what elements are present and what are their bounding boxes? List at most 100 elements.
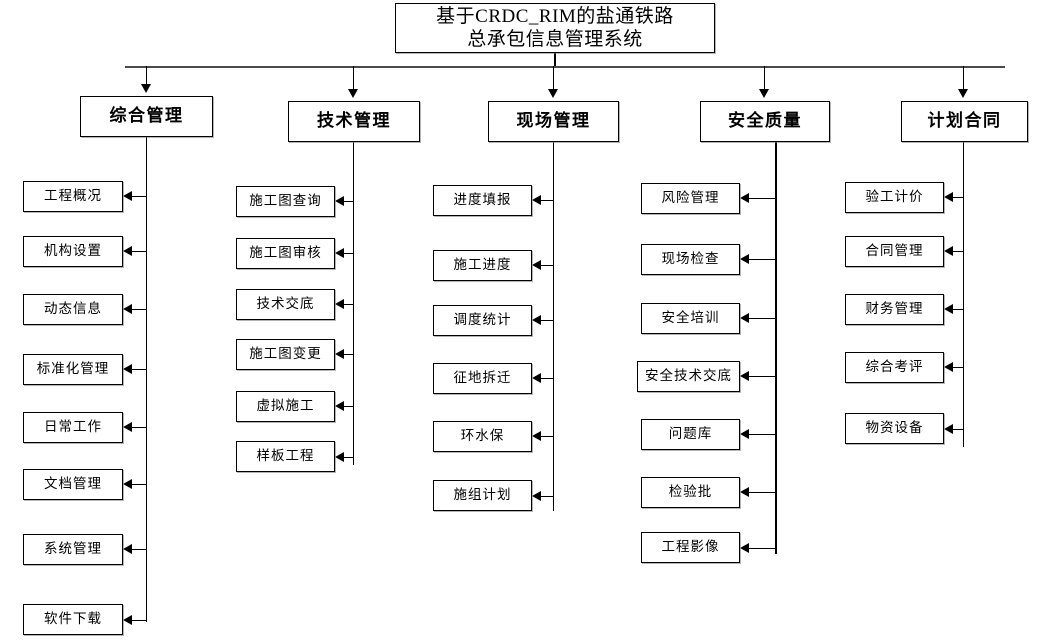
branch-node-2[interactable]: 技术管理 [288, 101, 420, 142]
leaf-arrow-2-4 [335, 349, 344, 359]
leaf-connector-1-3 [132, 309, 147, 310]
leaf-node-1-3[interactable]: 动态信息 [23, 294, 123, 325]
leaf-node-1-2[interactable]: 机构设置 [23, 236, 123, 267]
leaf-connector-5-4 [953, 367, 964, 368]
leaf-connector-4-1 [749, 198, 776, 199]
branch-arrow-1 [141, 84, 151, 93]
branch-arrow-3 [548, 89, 558, 98]
column-spine-1 [146, 137, 147, 622]
leaf-connector-3-4 [541, 378, 554, 379]
leaf-connector-1-2 [132, 251, 147, 252]
bus-connector [125, 66, 1005, 68]
leaf-node-5-1[interactable]: 验工计价 [845, 182, 944, 213]
leaf-arrow-5-2 [944, 246, 953, 256]
leaf-node-2-3[interactable]: 技术交底 [236, 289, 335, 320]
branch-drop-connector-1 [146, 66, 147, 86]
leaf-connector-2-3 [344, 304, 354, 305]
leaf-node-2-1[interactable]: 施工图查询 [236, 186, 335, 217]
leaf-arrow-2-3 [335, 299, 344, 309]
leaf-node-4-3[interactable]: 安全培训 [641, 303, 740, 334]
leaf-connector-3-6 [541, 496, 554, 497]
leaf-connector-2-5 [344, 406, 354, 407]
leaf-arrow-3-3 [532, 315, 541, 325]
leaf-node-1-7[interactable]: 系统管理 [23, 534, 123, 565]
leaf-arrow-2-1 [335, 196, 344, 206]
leaf-arrow-3-6 [532, 491, 541, 501]
leaf-connector-2-6 [344, 457, 354, 458]
leaf-node-5-3[interactable]: 财务管理 [845, 294, 944, 325]
leaf-arrow-2-5 [335, 401, 344, 411]
leaf-connector-4-5 [749, 434, 776, 435]
leaf-node-3-4[interactable]: 征地拆迁 [433, 363, 532, 394]
leaf-node-1-8[interactable]: 软件下载 [23, 604, 123, 635]
leaf-arrow-4-7 [740, 543, 749, 553]
branch-drop-connector-5 [963, 66, 964, 91]
leaf-arrow-5-1 [944, 192, 953, 202]
leaf-connector-4-6 [749, 492, 776, 493]
column-spine-3 [553, 142, 554, 511]
leaf-arrow-4-5 [740, 429, 749, 439]
leaf-node-2-5[interactable]: 虚拟施工 [236, 391, 335, 422]
leaf-connector-4-4 [749, 376, 776, 377]
leaf-arrow-2-2 [335, 248, 344, 258]
branch-node-3[interactable]: 现场管理 [488, 101, 619, 142]
leaf-node-1-1[interactable]: 工程概况 [23, 181, 123, 212]
leaf-node-2-6[interactable]: 样板工程 [236, 441, 335, 472]
leaf-node-2-4[interactable]: 施工图变更 [236, 339, 335, 370]
branch-node-1[interactable]: 综合管理 [80, 96, 213, 137]
leaf-node-3-2[interactable]: 施工进度 [433, 250, 532, 281]
branch-drop-connector-4 [764, 66, 765, 91]
leaf-node-3-3[interactable]: 调度统计 [433, 305, 532, 336]
root-node[interactable]: 基于CRDC_RIM的盐通铁路 总承包信息管理系统 [395, 3, 715, 53]
column-spine-2 [353, 142, 354, 465]
leaf-node-1-5[interactable]: 日常工作 [23, 412, 123, 443]
leaf-node-4-7[interactable]: 工程影像 [641, 532, 740, 563]
root-stem-connector [554, 53, 556, 67]
leaf-arrow-1-3 [123, 304, 132, 314]
branch-node-4[interactable]: 安全质量 [700, 101, 830, 142]
leaf-arrow-1-4 [123, 364, 132, 374]
leaf-arrow-5-4 [944, 362, 953, 372]
leaf-node-4-1[interactable]: 风险管理 [641, 183, 740, 214]
leaf-connector-3-3 [541, 320, 554, 321]
leaf-node-2-2[interactable]: 施工图审核 [236, 238, 335, 269]
branch-node-5[interactable]: 计划合同 [901, 101, 1028, 142]
leaf-arrow-5-5 [944, 424, 953, 434]
leaf-node-3-5[interactable]: 环水保 [433, 421, 532, 452]
leaf-node-5-5[interactable]: 物资设备 [845, 413, 944, 444]
leaf-arrow-4-3 [740, 313, 749, 323]
leaf-connector-5-2 [953, 251, 964, 252]
branch-arrow-2 [348, 89, 358, 98]
leaf-node-4-5[interactable]: 问题库 [641, 419, 740, 450]
leaf-connector-1-6 [132, 484, 147, 485]
leaf-node-5-4[interactable]: 综合考评 [845, 352, 944, 383]
leaf-arrow-5-3 [944, 304, 953, 314]
column-spine-4 [775, 142, 777, 554]
leaf-arrow-4-6 [740, 487, 749, 497]
leaf-arrow-4-1 [740, 193, 749, 203]
leaf-arrow-1-8 [123, 615, 132, 625]
leaf-node-4-6[interactable]: 检验批 [641, 477, 740, 508]
leaf-connector-3-1 [541, 200, 554, 201]
leaf-connector-1-8 [132, 620, 147, 621]
column-spine-5 [963, 142, 964, 447]
leaf-arrow-4-2 [740, 254, 749, 264]
leaf-arrow-2-6 [335, 452, 344, 462]
leaf-connector-3-5 [541, 436, 554, 437]
leaf-node-1-6[interactable]: 文档管理 [23, 469, 123, 500]
leaf-node-4-4[interactable]: 安全技术交底 [637, 361, 740, 392]
leaf-arrow-3-2 [532, 260, 541, 270]
leaf-connector-4-3 [749, 318, 776, 319]
leaf-node-4-2[interactable]: 现场检查 [641, 244, 740, 275]
leaf-arrow-1-5 [123, 422, 132, 432]
leaf-arrow-1-7 [123, 544, 132, 554]
leaf-node-3-1[interactable]: 进度填报 [433, 185, 532, 216]
leaf-connector-5-3 [953, 309, 964, 310]
leaf-node-1-4[interactable]: 标准化管理 [23, 354, 123, 385]
leaf-connector-1-4 [132, 369, 147, 370]
leaf-arrow-1-6 [123, 479, 132, 489]
leaf-arrow-3-5 [532, 431, 541, 441]
leaf-node-3-6[interactable]: 施组计划 [433, 480, 532, 511]
leaf-node-5-2[interactable]: 合同管理 [845, 236, 944, 267]
